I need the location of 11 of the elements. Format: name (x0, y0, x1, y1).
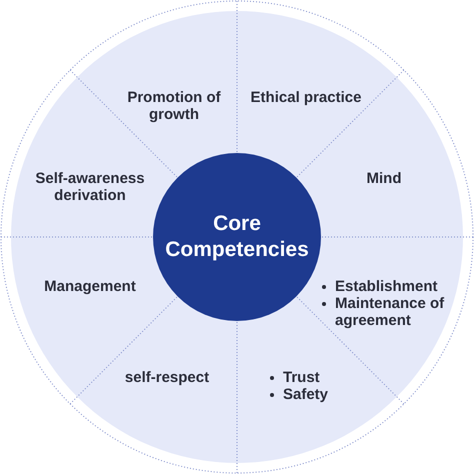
segment-label: Mind (366, 170, 402, 187)
segment-label: self-respect (124, 369, 210, 386)
segment-label: Self-awareness derivation (31, 170, 149, 204)
bullet-item: Safety (283, 386, 328, 403)
bullet-item: Trust (283, 369, 320, 386)
segment-label: Promotion of growth (122, 89, 226, 123)
segment-label: Management (44, 278, 136, 295)
bullet-item: Establishment (335, 278, 438, 295)
bullet-item: Maintenance of agreement (335, 295, 446, 329)
core-title: Core Competencies (164, 211, 310, 263)
segment-label: Ethical practice (250, 89, 362, 106)
